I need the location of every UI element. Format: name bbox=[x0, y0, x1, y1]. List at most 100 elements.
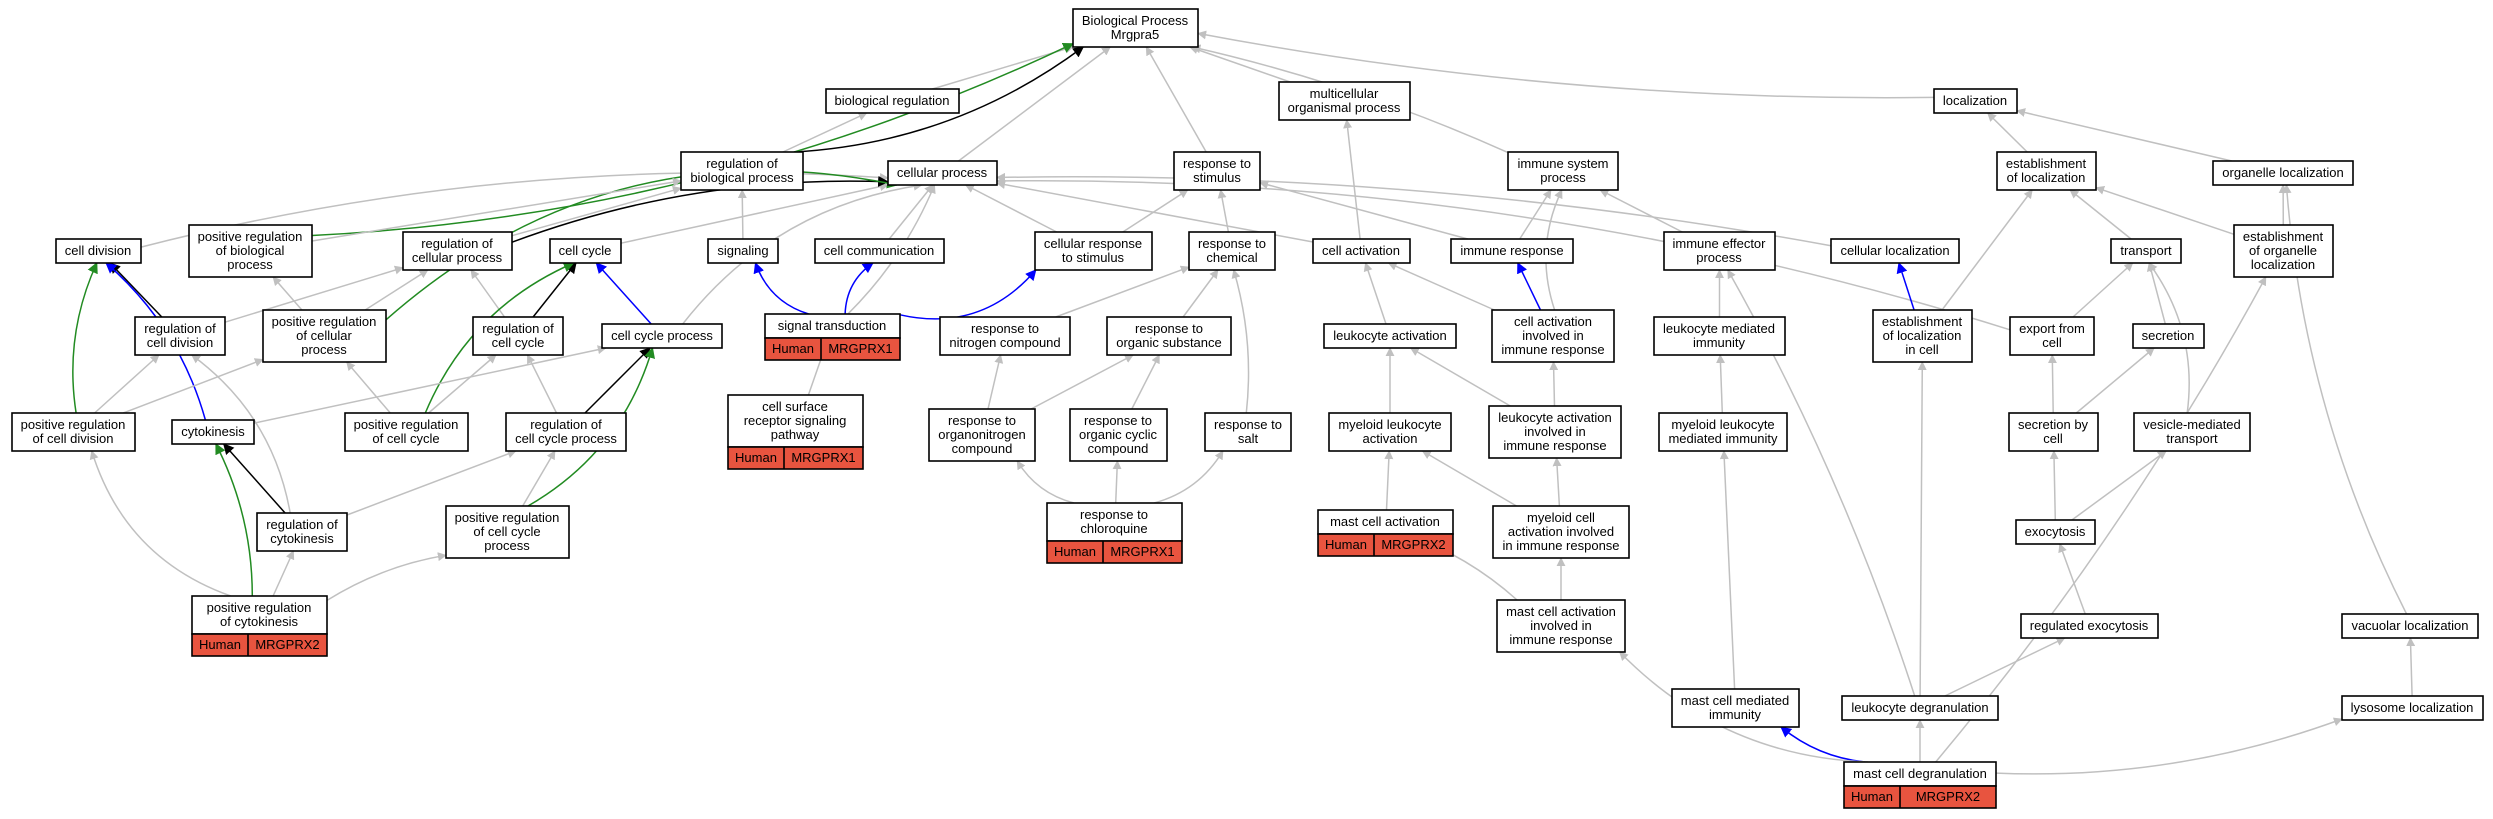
edge-leukact-to-cellact bbox=[1363, 262, 1387, 325]
edge-secbycell-to-secretion bbox=[2075, 347, 2155, 414]
node-label-line: stimulus bbox=[1193, 170, 1241, 185]
edge-ccproc-to-cellproc bbox=[682, 181, 923, 325]
node-label-line: myeloid leukocyte bbox=[1338, 417, 1441, 432]
node-label-line: vacuolar localization bbox=[2351, 618, 2468, 633]
node-label-line: regulation of bbox=[482, 321, 554, 336]
edge-resporgnitro-to-respnitro bbox=[987, 354, 1004, 410]
node-label-line: receptor signaling bbox=[744, 413, 847, 428]
edge-mastdegr-to-mastmed bbox=[1780, 726, 1865, 763]
edge-respchem-to-respstim bbox=[1217, 189, 1230, 233]
node-label-line: involved in bbox=[1522, 328, 1583, 343]
edge-regcelldiv-to-regcellproc bbox=[224, 265, 404, 323]
edge-cellactimm-to-immresp bbox=[1517, 262, 1542, 311]
node-label-line: pathway bbox=[771, 427, 820, 442]
node-label-line: secretion by bbox=[2018, 417, 2089, 432]
node-box bbox=[1046, 502, 1183, 542]
go-node-lysloc: lysosome localization bbox=[2341, 695, 2484, 721]
node-label-line: cell division bbox=[147, 335, 213, 350]
node-box bbox=[1323, 323, 1457, 349]
node-label-line: leukocyte degranulation bbox=[1851, 700, 1988, 715]
node-box bbox=[1072, 8, 1199, 48]
node-label-line: of localization bbox=[2007, 170, 2086, 185]
edge-mastdegr-to-lysloc bbox=[1995, 717, 2343, 775]
node-box bbox=[171, 419, 255, 445]
edge-cellcomm-to-cellproc bbox=[888, 184, 934, 240]
annotation-species: Human bbox=[1054, 544, 1096, 559]
node-box bbox=[1317, 509, 1454, 535]
edge-regbio-to-bp bbox=[794, 46, 1085, 153]
go-node-cellcycle: cell cycle bbox=[549, 238, 622, 264]
node-label-line: leukocyte activation bbox=[1333, 328, 1446, 343]
edge-myelcellact-to-leukactimm bbox=[1552, 457, 1562, 507]
node-label-line: chemical bbox=[1206, 250, 1257, 265]
node-label-line: exocytosis bbox=[2025, 524, 2086, 539]
node-label-line: of biological bbox=[216, 243, 285, 258]
edge-regcyto-to-cytokinesis bbox=[222, 443, 286, 514]
node-box bbox=[188, 224, 313, 278]
edge-local-to-bp bbox=[1197, 30, 1935, 99]
node-label-line: process bbox=[227, 257, 273, 272]
node-box bbox=[505, 412, 627, 452]
node-label-line: cellular process bbox=[412, 250, 503, 265]
node-label-line: response to bbox=[971, 321, 1039, 336]
node-label-line: organonitrogen bbox=[938, 427, 1025, 442]
edge-respchloro-to-resporgnitro bbox=[1016, 460, 1075, 504]
node-label-line: organelle localization bbox=[2222, 165, 2343, 180]
edge-leukdegr-to-estloccell bbox=[1917, 361, 1927, 697]
edge-sigtrans-to-cellcomm bbox=[844, 262, 874, 315]
node-box bbox=[2015, 519, 2096, 545]
edge-posregcelldiv-to-posregcell bbox=[122, 358, 264, 414]
node-label-line: immune response bbox=[1509, 632, 1612, 647]
node-label-line: of cytokinesis bbox=[220, 614, 299, 629]
node-box bbox=[1204, 412, 1292, 452]
annotation-gene: MRGPRX2 bbox=[1916, 789, 1980, 804]
node-label-line: in cell bbox=[1905, 342, 1938, 357]
node-box bbox=[814, 238, 945, 264]
node-label-line: response to bbox=[1198, 236, 1266, 251]
edge-immeff-to-immsys bbox=[1599, 189, 1683, 233]
node-label-line: response to bbox=[1084, 413, 1152, 428]
edge-respstim-to-bp bbox=[1145, 46, 1207, 153]
node-box bbox=[680, 151, 804, 191]
go-node-ccproc: cell cycle process bbox=[601, 323, 723, 349]
node-label-line: of organelle bbox=[2249, 243, 2317, 258]
node-box bbox=[939, 316, 1071, 356]
node-label-line: localization bbox=[2251, 257, 2315, 272]
node-label-line: response to bbox=[1183, 156, 1251, 171]
edge-regcellproc-to-cellproc bbox=[511, 175, 890, 243]
node-label-line: response to bbox=[1080, 507, 1148, 522]
node-label-line: organic cyclic bbox=[1079, 427, 1158, 442]
node-label-line: cellular response bbox=[1044, 236, 1142, 251]
edge-posregbio-to-bp bbox=[311, 42, 1074, 237]
node-box bbox=[2020, 613, 2159, 639]
go-node-cellcomm: cell communication bbox=[814, 238, 945, 264]
go-node-immresp: immune response bbox=[1450, 238, 1574, 264]
node-label-line: positive regulation bbox=[207, 600, 312, 615]
edge-resporgcyc-to-resporg bbox=[1131, 354, 1160, 410]
go-node-signaling: signaling bbox=[707, 238, 779, 264]
node-label-line: cell bbox=[2042, 335, 2062, 350]
edge-multi-to-bp bbox=[1189, 45, 1291, 83]
node-box bbox=[1173, 151, 1261, 191]
edge-ccproc-to-cellcycle bbox=[595, 262, 652, 325]
node-box bbox=[1069, 408, 1168, 462]
edge-leukactimm-to-leukact bbox=[1409, 347, 1511, 407]
